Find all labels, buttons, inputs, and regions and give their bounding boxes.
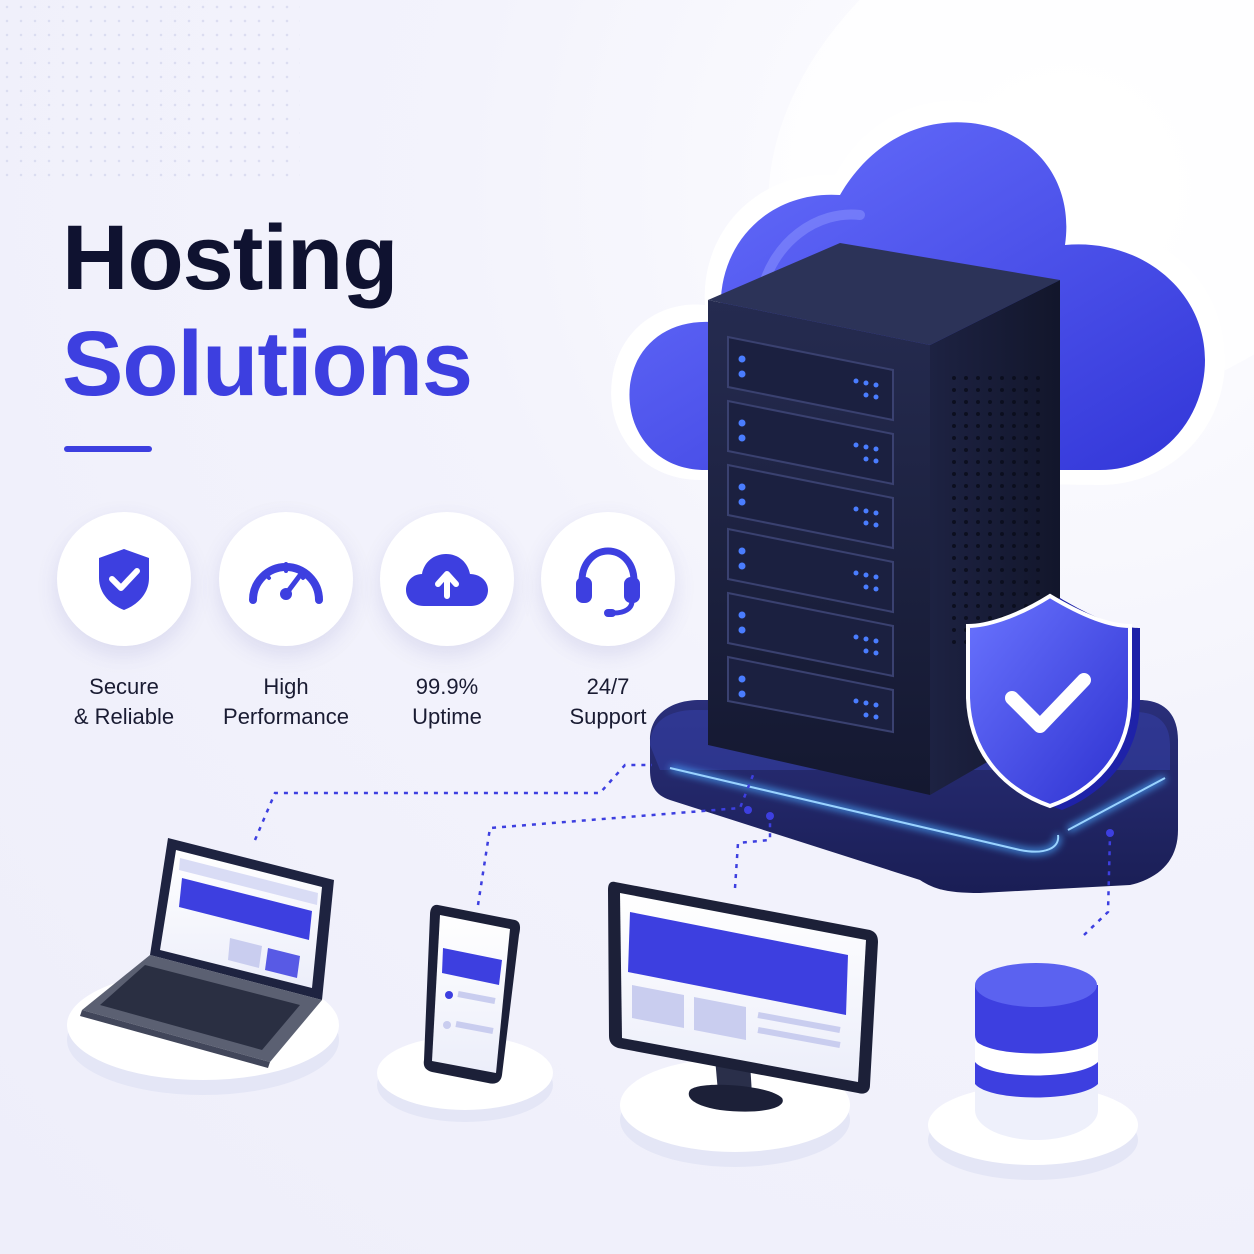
feature-label: 99.9% Uptime xyxy=(367,672,527,732)
headset-icon xyxy=(576,547,640,617)
feature-label: Secure & Reliable xyxy=(44,672,204,732)
feature-icon-circle xyxy=(219,512,353,646)
feature-label: 24/7 Support xyxy=(528,672,688,732)
page-title: Hosting Solutions xyxy=(62,205,473,417)
title-line-solutions: Solutions xyxy=(62,313,473,415)
title-underline xyxy=(64,446,152,452)
title-line-hosting: Hosting xyxy=(62,207,398,309)
network-connection-lines xyxy=(253,763,1112,936)
database-icon xyxy=(928,963,1138,1180)
feature-list: Secure & Reliable High Performance xyxy=(44,512,684,732)
feature-label-line1: 24/7 xyxy=(586,674,630,699)
feature-icon-circle xyxy=(541,512,675,646)
shield-check-icon xyxy=(99,549,149,610)
smartphone-device-icon xyxy=(377,904,553,1122)
feature-secure: Secure & Reliable xyxy=(44,512,204,732)
cloud-upload-icon xyxy=(406,554,488,606)
feature-label-line2: & Reliable xyxy=(73,704,175,729)
feature-performance: High Performance xyxy=(206,512,366,732)
feature-label-line1: Secure xyxy=(89,674,159,699)
connection-dots xyxy=(744,806,1114,837)
feature-icon-circle xyxy=(380,512,514,646)
server-drive-bays xyxy=(727,335,894,734)
laptop-device-icon xyxy=(67,838,339,1095)
feature-label-line1: High xyxy=(263,674,309,699)
feature-label-line1: 99.9% xyxy=(415,674,479,699)
speedometer-icon xyxy=(249,562,323,604)
feature-support: 24/7 Support xyxy=(528,512,688,732)
feature-uptime: 99.9% Uptime xyxy=(367,512,527,732)
security-shield-icon xyxy=(966,593,1140,810)
dot-pattern xyxy=(0,0,300,180)
feature-label-line2: Support xyxy=(569,704,647,729)
feature-label-line2: Uptime xyxy=(412,704,482,729)
feature-icon-circle xyxy=(57,512,191,646)
feature-label-line2: Performance xyxy=(223,704,349,729)
feature-label: High Performance xyxy=(206,672,366,732)
desktop-monitor-icon xyxy=(608,881,878,1167)
